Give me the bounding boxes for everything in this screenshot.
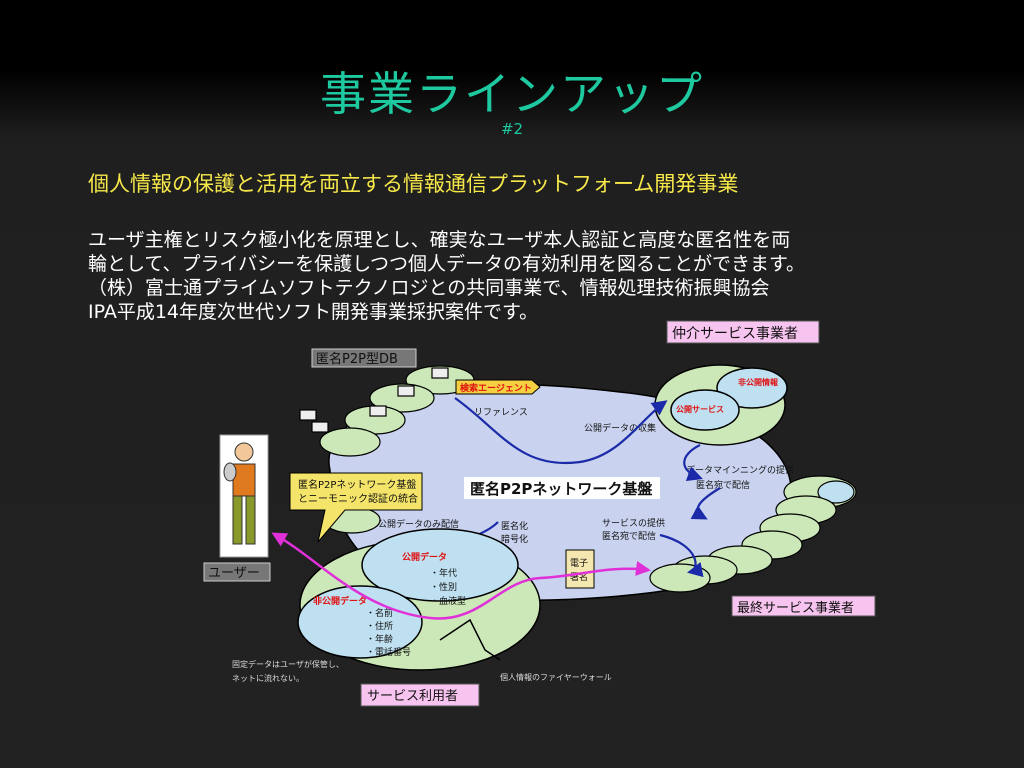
service-user-label: サービス利用者: [367, 689, 458, 704]
slide-title: 事業ラインアップ: [320, 67, 704, 121]
private-data-item: ・名前: [366, 607, 393, 619]
final-label: 最終サービス事業者: [737, 600, 854, 616]
public-only-label: 公開データのみ配信: [378, 518, 459, 530]
section-heading: 個人情報の保護と活用を両立する情報通信プラットフォーム開発事業: [88, 172, 739, 196]
broker-node: [654, 364, 788, 446]
user-figure: [219, 434, 269, 558]
private-data-item: ・年齢: [366, 633, 393, 645]
reference-label: リファレンス: [474, 408, 528, 418]
callout-bubble: [289, 472, 423, 543]
public-data-item: ・血液型: [430, 595, 466, 607]
body-text: ユーザ主権とリスク極小化を原理とし、確実なユーザ本人認証と高度な匿名性を両 輪と…: [88, 228, 968, 324]
public-data-item: ・性別: [430, 581, 457, 593]
e-signature-line1: 電子: [570, 558, 588, 569]
anonymize-label: 匿名化: [501, 520, 528, 532]
slide-number: #2: [500, 120, 524, 138]
fixed-note-line2: ネットに流れない。: [232, 673, 304, 683]
firewall-label: 個人情報のファイヤーウォール: [500, 672, 612, 682]
private-data-item: ・電話番号: [366, 646, 411, 658]
private-data-title: 非公開データ: [313, 595, 367, 607]
firewall-line: [439, 618, 501, 661]
body-line: ユーザ主権とリスク極小化を原理とし、確実なユーザ本人認証と高度な匿名性を両: [88, 229, 791, 251]
user-flow-arrow: [271, 532, 651, 620]
body-line: 輪として、プライバシーを保護しつつ個人データの有効利用を図ることができます。: [88, 253, 806, 275]
public-data-title: 公開データ: [402, 551, 447, 563]
final-node-cluster: [649, 475, 857, 593]
service-provide-label: サービスの提供: [602, 517, 665, 529]
body-line: IPA平成14年度次世代ソフト開発事業採択案件です。: [88, 301, 539, 323]
public-data-item: ・年代: [430, 567, 457, 579]
broker-public-label: 公開サービス: [676, 404, 724, 414]
db-node-cluster: [299, 365, 475, 534]
search-agent-label: 検索エージェント: [460, 382, 532, 394]
search-agent-tag: [455, 379, 541, 395]
p2p-diagram: 匿名P2P型DB 検索エージェント リファレンス 公開データの収集 非公開情報 …: [203, 320, 876, 707]
public-collect-label: 公開データの収集: [584, 422, 656, 434]
service-deliver-label: 匿名宛で配信: [602, 530, 656, 542]
broker-label: 仲介サービス事業者: [672, 326, 798, 342]
encrypt-label: 暗号化: [501, 533, 528, 545]
anon-db-label: 匿名P2P型DB: [316, 351, 398, 367]
core-platform-label: 匿名P2Pネットワーク基盤: [470, 480, 653, 498]
callout-line1: 匿名P2Pネットワーク基盤: [298, 478, 416, 491]
body-line: （株）富士通プライムソフトテクノロジとの共同事業で、情報処理技術振興協会: [88, 277, 770, 299]
fixed-note-line1: 固定データはユーザが保管し、: [232, 659, 344, 669]
mining-sub-label: 匿名宛で配信: [696, 479, 750, 491]
user-label: ユーザー: [208, 566, 260, 581]
broker-private-label: 非公開情報: [738, 377, 779, 387]
mining-label: データマインニングの提供: [686, 464, 794, 476]
private-data-item: ・住所: [366, 620, 393, 632]
callout-line2: とニーモニック認証の統合: [298, 492, 418, 505]
